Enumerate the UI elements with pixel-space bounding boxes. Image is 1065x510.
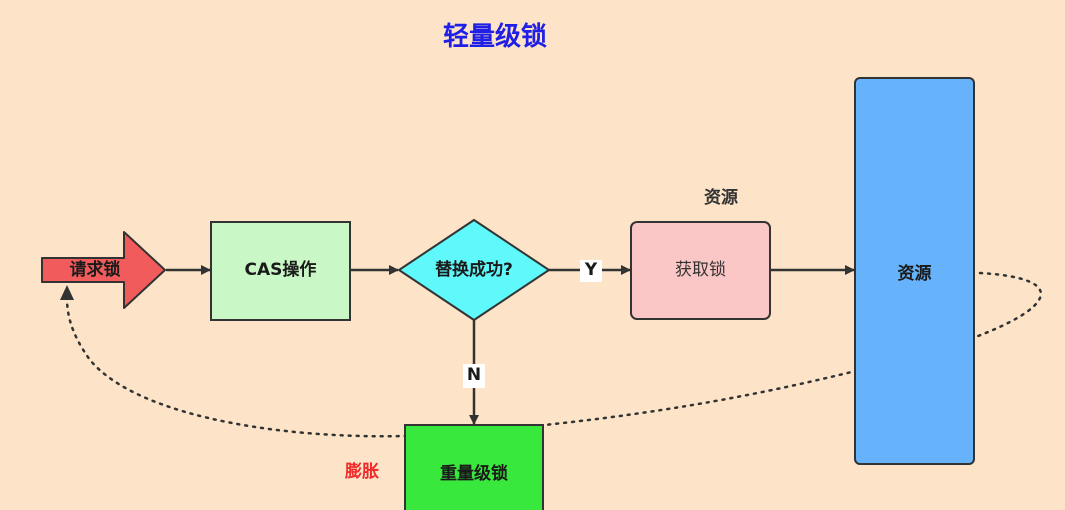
request-lock-label: 请求锁 (69, 260, 121, 280)
resource-block-label: 资源 (897, 264, 932, 284)
heavyweight-lock-label: 重量级锁 (440, 464, 508, 484)
inflate-label: 膨胀 (345, 462, 379, 482)
replace-success-label: 替换成功? (435, 260, 513, 280)
diagram-title: 轻量级锁 (442, 22, 547, 52)
cas-operation-label: CAS操作 (244, 260, 317, 280)
yes-label-bg (580, 260, 602, 282)
resource-block (854, 77, 975, 465)
acquire-lock-label: 获取锁 (675, 260, 726, 280)
no-label: N (466, 365, 482, 385)
resource-above-label: 资源 (704, 188, 738, 208)
inflate-arrowhead (60, 285, 74, 300)
no-label-bg (463, 364, 485, 388)
inflate-dotted-path (65, 271, 1043, 438)
request-lock-arrow-shape (41, 231, 166, 309)
cas-operation-box (210, 221, 351, 321)
yes-label: Y (584, 260, 598, 280)
heavyweight-lock-box (404, 424, 544, 510)
